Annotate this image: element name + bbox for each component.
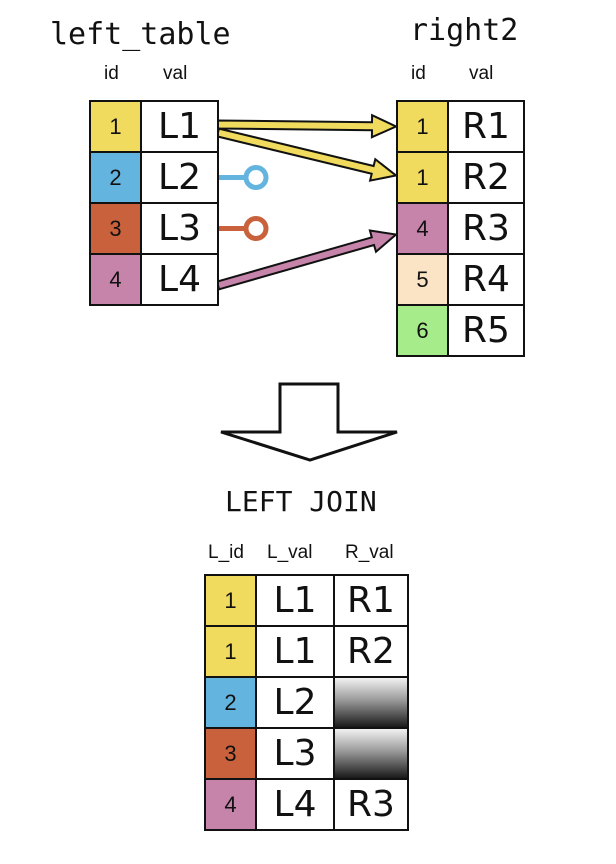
result-row-lval: L1 [255,574,335,627]
right-table-title: right2 [410,13,519,48]
down-arrow-icon [220,382,398,462]
left-row-id: 2 [89,151,142,204]
left-header-val: val [163,63,188,84]
no-match-circle-l2 [243,165,269,190]
right-row-id: 1 [396,151,449,204]
result-header-lid: L_id [208,542,244,563]
operation-label: LEFT JOIN [225,485,377,518]
result-row-lval: L3 [255,727,335,780]
result-header-lval: L_val [267,542,313,563]
result-row-rval-missing [333,676,409,729]
result-row-id: 4 [204,778,257,831]
left-row-id: 1 [89,100,142,153]
left-table-title: left_table [50,17,231,52]
left-header-id: id [104,63,119,84]
left-row-val: L2 [140,151,219,204]
result-header-rval: R_val [345,542,394,563]
result-row-rval-missing [333,727,409,780]
join-arrow-l4-r3 [215,229,399,291]
join-arrow-l1-r1 [217,113,399,139]
left-row-id: 4 [89,253,142,306]
left-row-val: L1 [140,100,219,153]
result-row-id: 2 [204,676,257,729]
right-row-val: R5 [447,304,525,357]
right-row-id: 4 [396,202,449,255]
join-arrow-l1-r2 [215,127,399,182]
result-row-id: 1 [204,625,257,678]
right-row-id: 6 [396,304,449,357]
right-header-val: val [469,63,494,84]
right-row-id: 5 [396,253,449,306]
result-row-rval: R1 [333,574,409,627]
right-row-val: R2 [447,151,525,204]
no-match-circle-l3 [243,216,269,241]
result-row-id: 1 [204,574,257,627]
result-row-lval: L1 [255,625,335,678]
left-row-val: L3 [140,202,219,255]
result-row-id: 3 [204,727,257,780]
result-row-lval: L4 [255,778,335,831]
right-row-val: R1 [447,100,525,153]
right-row-val: R4 [447,253,525,306]
left-row-id: 3 [89,202,142,255]
result-row-rval: R2 [333,625,409,678]
result-row-lval: L2 [255,676,335,729]
right-row-val: R3 [447,202,525,255]
right-header-id: id [411,63,426,84]
left-row-val: L4 [140,253,219,306]
result-row-rval: R3 [333,778,409,831]
right-row-id: 1 [396,100,449,153]
